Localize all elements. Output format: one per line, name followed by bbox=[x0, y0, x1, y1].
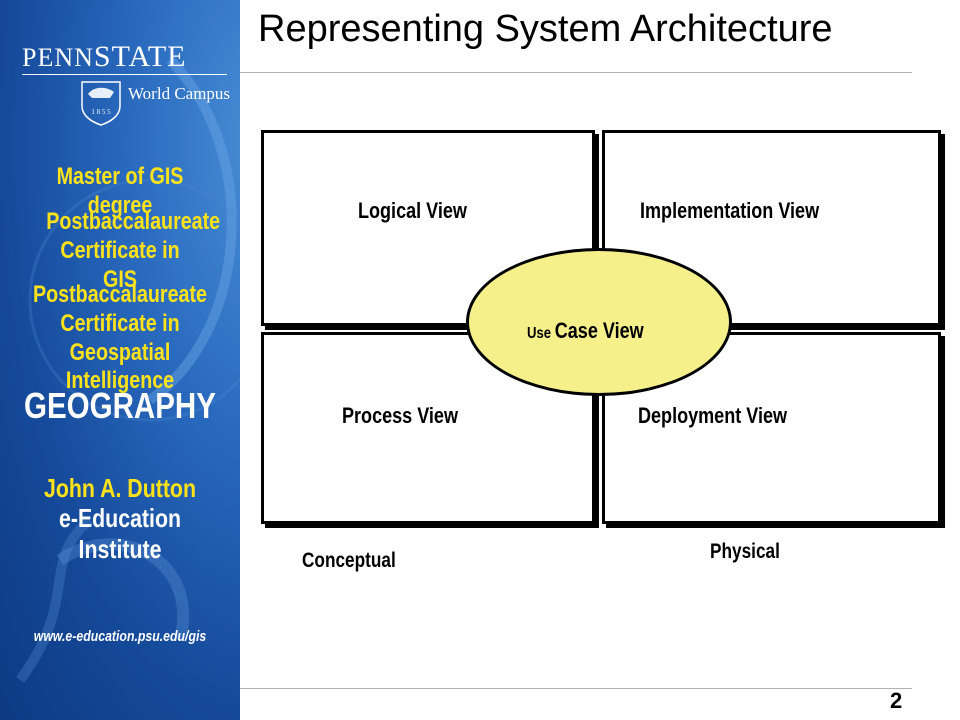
program-postbacc-geoint: Postbaccalaureate Certificate in Geospat… bbox=[33, 281, 207, 395]
institute-subtitle: e-Education Institute bbox=[58, 503, 182, 565]
physical-label: Physical bbox=[710, 540, 780, 563]
penn-state-world-campus-logo: PENNSTATE 1 8 5 5 World Campus bbox=[22, 40, 231, 126]
sidebar-banner: PENNSTATE 1 8 5 5 World Campus Master of… bbox=[0, 0, 240, 720]
logo-divider bbox=[22, 74, 227, 75]
use-case-view-label: Use Case View bbox=[527, 318, 644, 344]
world-campus-label: World Campus bbox=[128, 84, 231, 103]
program-master-gis: Master of GIS degree bbox=[56, 163, 184, 219]
geography-department-label: GEOGRAPHY bbox=[24, 385, 216, 426]
implementation-view-label: Implementation View bbox=[640, 198, 820, 223]
lion-shield-icon: 1 8 5 5 bbox=[81, 81, 121, 126]
slide-title: Representing System Architecture bbox=[258, 8, 833, 50]
title-divider bbox=[240, 72, 912, 73]
use-case-prefix: Use bbox=[527, 325, 552, 342]
program-postbacc-gis: Postbaccalaureate Certificate in GIS bbox=[46, 208, 221, 293]
institute-name: John A. Dutton bbox=[44, 473, 196, 503]
penn-state-wordmark: PENNSTATE bbox=[22, 40, 187, 73]
use-case-view-ellipse bbox=[466, 248, 732, 396]
logical-view-label: Logical View bbox=[358, 198, 467, 223]
decorative-swirl-graphic bbox=[15, 56, 240, 683]
footer-divider bbox=[240, 688, 912, 689]
conceptual-label: Conceptual bbox=[302, 549, 396, 572]
page-number: 2 bbox=[890, 688, 903, 713]
program-url: www.e-education.psu.edu/gis bbox=[33, 628, 207, 645]
deployment-view-label: Deployment View bbox=[638, 403, 788, 428]
svg-text:1 8 5 5: 1 8 5 5 bbox=[91, 108, 111, 116]
process-view-label: Process View bbox=[342, 403, 459, 428]
use-case-main: Case View bbox=[554, 318, 644, 343]
